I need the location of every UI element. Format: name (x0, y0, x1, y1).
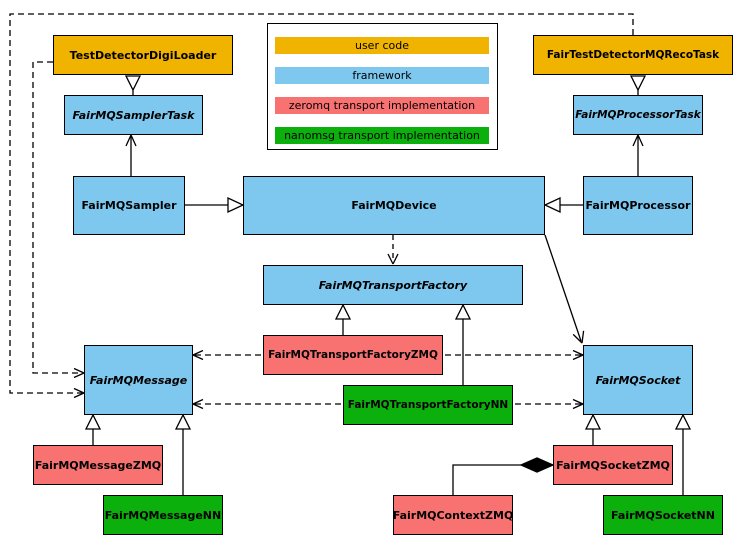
legend-item-zeromq: zeromq transport implementation (275, 97, 489, 114)
legend-label: nanomsg transport implementation (284, 129, 480, 142)
node-label: FairMQSampler (81, 199, 177, 212)
node-fairmqtransportfactorynn: FairMQTransportFactoryNN (343, 385, 513, 425)
legend-label: zeromq transport implementation (288, 99, 476, 112)
edge-recotask-processortask (629, 75, 647, 95)
node-fairtestdetectormqrecotask: FairTestDetectorMQRecoTask (533, 35, 733, 75)
node-label: FairTestDetectorMQRecoTask (546, 49, 720, 61)
legend-label: user code (354, 39, 410, 52)
edge-device-transportfactory-dashed (387, 235, 399, 265)
edge-processor-device (543, 196, 583, 214)
node-fairmqmessagezmq: FairMQMessageZMQ (33, 445, 163, 485)
edge-processor-processortask (632, 134, 644, 176)
node-fairmqsamplertask: FairMQSamplerTask (64, 95, 203, 135)
legend-item-framework: framework (275, 67, 489, 84)
edge-contextzmq-socketzmq-composition (452, 457, 555, 495)
node-label: TestDetectorDigiLoader (69, 48, 217, 62)
edge-factoryzmq-transportfactory (334, 303, 352, 335)
node-label: FairMQProcessorTask (575, 109, 701, 121)
node-fairmqdevice: FairMQDevice (243, 176, 545, 235)
node-label: FairMQTransportFactory (318, 278, 468, 292)
node-fairmqtransportfactory: FairMQTransportFactory (263, 265, 523, 305)
node-fairmqtransportfactoryzmq: FairMQTransportFactoryZMQ (263, 335, 443, 375)
edge-device-socket (544, 234, 585, 344)
node-label: FairMQSocketZMQ (556, 458, 670, 472)
node-label: FairMQSamplerTask (72, 108, 195, 122)
edge-socketnn-socket (674, 413, 692, 495)
edge-digiloader-samplertask (124, 75, 142, 95)
node-fairmqprocessor: FairMQProcessor (583, 176, 693, 235)
edge-socketzmq-socket (584, 413, 602, 445)
node-fairmqprocessortask: FairMQProcessorTask (573, 95, 703, 135)
node-fairmqsampler: FairMQSampler (73, 176, 185, 235)
node-label: FairMQMessageNN (104, 508, 222, 522)
edge-sampler-samplertask (125, 134, 137, 176)
node-label: FairMQSocketNN (611, 508, 715, 522)
edge-messagenn-message (174, 413, 192, 495)
node-fairmqmessage: FairMQMessage (84, 345, 193, 415)
node-label: FairMQTransportFactoryNN (347, 399, 509, 411)
edge-sampler-device (185, 196, 245, 214)
edge-messagezmq-message (84, 413, 102, 445)
node-fairmqsocket: FairMQSocket (583, 345, 693, 415)
legend-label: framework (352, 69, 412, 82)
node-testdetectordigiloader: TestDetectorDigiLoader (53, 35, 233, 75)
node-label: FairMQSocket (595, 373, 681, 387)
node-fairmqmessagenn: FairMQMessageNN (103, 495, 223, 535)
edge-factorynn-transportfactory (454, 303, 472, 385)
legend-item-nanomsg: nanomsg transport implementation (275, 127, 489, 144)
node-fairmqsocketzmq: FairMQSocketZMQ (553, 445, 673, 485)
legend: user code framework zeromq transport imp… (267, 23, 498, 150)
node-fairmqcontextzmq: FairMQContextZMQ (393, 495, 513, 535)
node-label: FairMQDevice (351, 199, 437, 212)
node-fairmqsocketnn: FairMQSocketNN (603, 495, 723, 535)
node-label: FairMQTransportFactoryZMQ (268, 349, 438, 361)
node-label: FairMQMessageZMQ (34, 458, 162, 472)
node-label: FairMQContextZMQ (392, 508, 514, 522)
node-label: FairMQMessage (89, 373, 188, 387)
legend-item-user-code: user code (275, 37, 489, 54)
node-label: FairMQProcessor (585, 199, 691, 212)
